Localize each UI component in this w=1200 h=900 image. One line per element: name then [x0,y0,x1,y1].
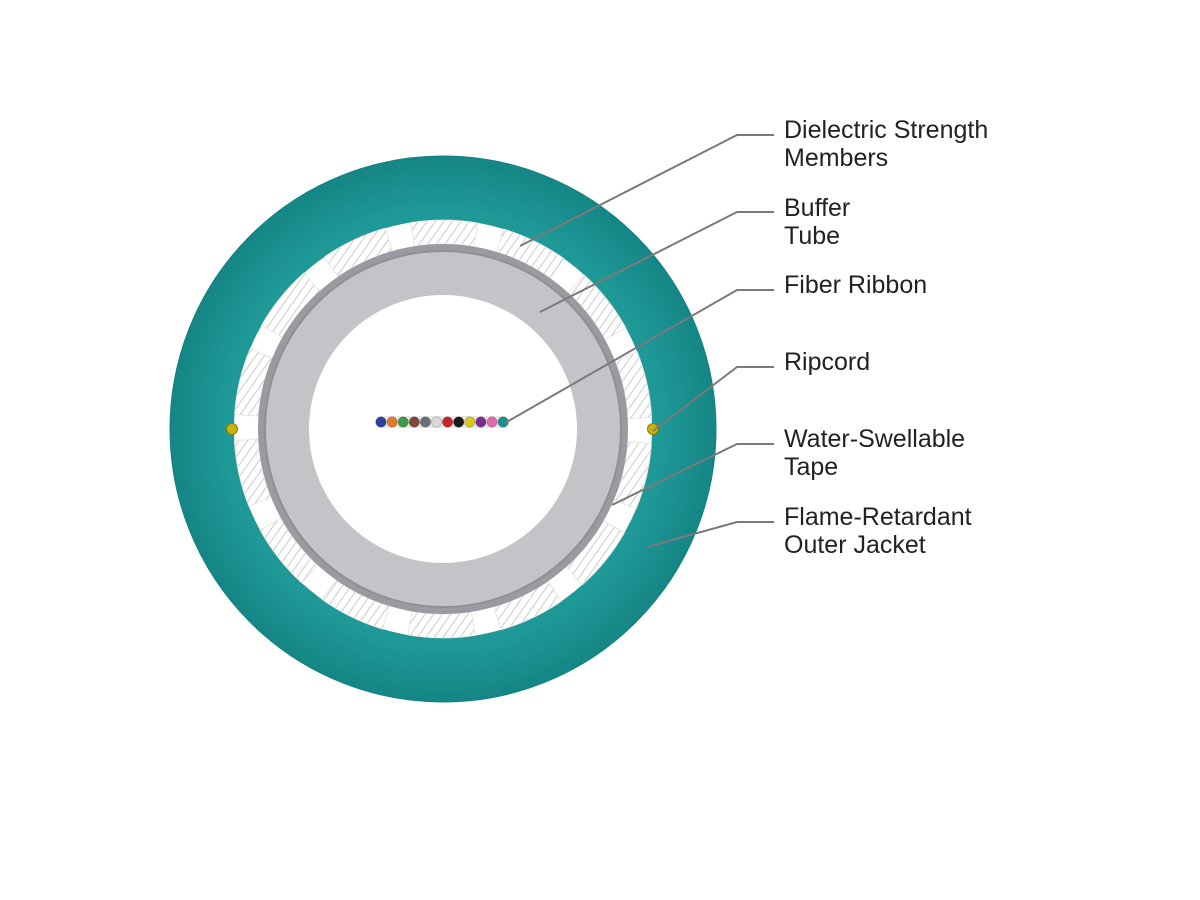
ripcord-icon [647,423,659,435]
optical-fiber [453,416,465,428]
leader-line [539,211,774,313]
label-line: Tape [784,453,839,481]
strength-member-yarn [321,579,390,630]
optical-fiber [464,416,476,428]
buffer-tube-core [309,295,577,563]
label-water-swellable-tape: Water-Swellable Tape [784,425,965,481]
optical-fiber [486,416,498,428]
leader-line [611,443,774,506]
ripcords [226,423,659,435]
strength-member-yarn [234,348,273,417]
label-dielectric-strength-members: Dielectric Strength Members [784,116,988,172]
optical-fiber [386,416,398,428]
label-line: Dielectric Strength [784,116,989,144]
strength-member-yarn [259,517,319,584]
strength-member-yarn [565,520,626,586]
strength-member-yarn [496,228,565,279]
label-flame-retardant-outer-jacket: Flame-Retardant Outer Jacket [784,503,972,559]
label-line: Members [784,144,889,172]
ripcord-icon [226,423,238,435]
label-line: Tube [784,222,841,250]
leader-line [519,134,774,247]
label-fiber-ribbon: Fiber Ribbon [784,271,927,299]
optical-fiber [397,416,409,428]
optical-fiber [475,416,487,428]
fiber-ribbon [375,416,510,428]
optical-fiber [408,416,420,428]
label-line: Outer Jacket [784,531,926,559]
label-line: Fiber Ribbon [784,271,928,299]
strength-member-yarn [613,441,652,510]
leader-line [652,366,774,432]
leader-line [646,521,774,548]
optical-fiber [419,416,431,428]
optical-fiber [430,416,442,428]
dielectric-strength-members [233,219,653,639]
strength-member-yarn [410,219,479,248]
label-buffer-tube: Buffer Tube [784,194,850,250]
strength-member-yarn [323,227,393,278]
label-line: Water-Swellable [784,425,966,453]
label-line: Ripcord [784,348,871,376]
label-line: Flame-Retardant [784,503,972,531]
ribbon-matrix [375,416,510,428]
strength-member-yarn [407,610,476,639]
strength-member-yarn [260,272,321,338]
leader-lines [504,134,774,548]
leader-line [504,289,774,424]
optical-fiber [442,416,454,428]
label-ripcord: Ripcord [784,348,870,376]
label-line: Buffer [784,194,851,222]
optical-fiber [375,416,387,428]
